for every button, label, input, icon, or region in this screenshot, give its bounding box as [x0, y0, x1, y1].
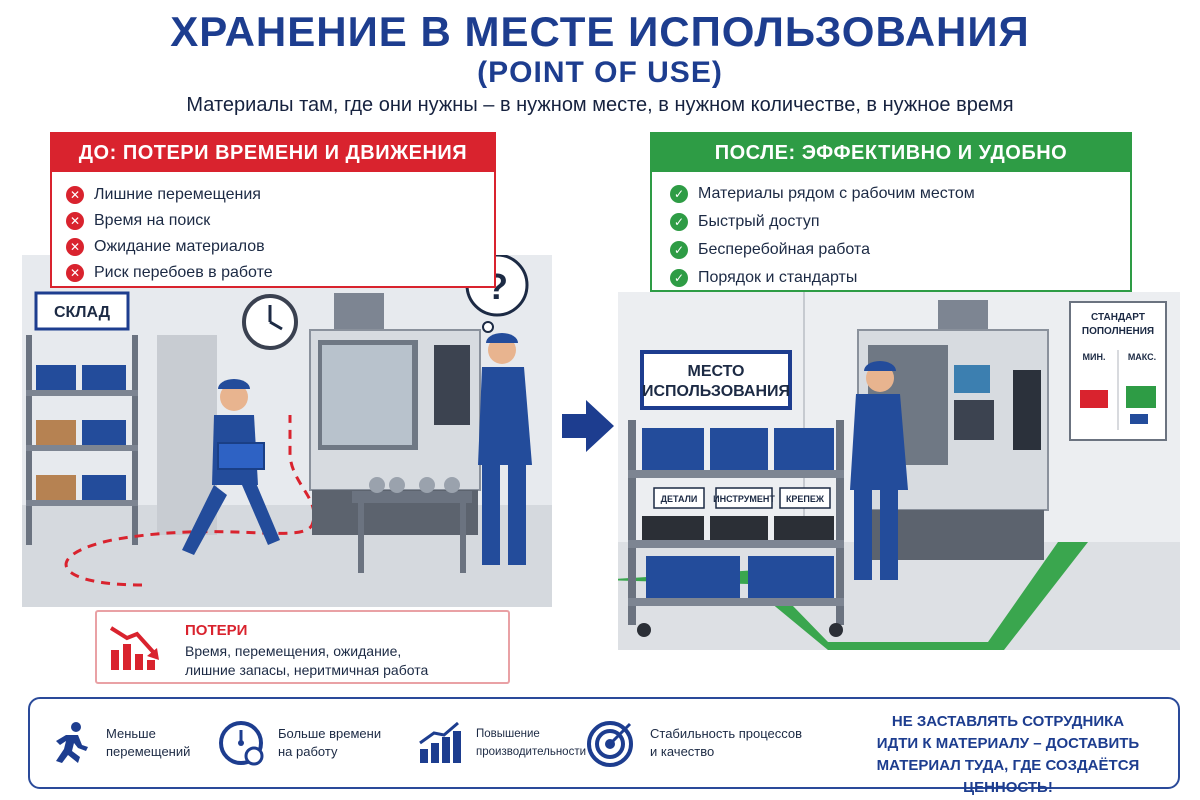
losses-line: лишние запасы, неритмичная работа	[185, 662, 429, 678]
check-icon: ✓	[670, 241, 688, 259]
check-icon: ✓	[670, 269, 688, 287]
benefit-line: Меньше	[106, 726, 156, 741]
after-heading: ПОСЛЕ: ЭФФЕКТИВНО И УДОБНО	[652, 134, 1130, 172]
worker-searching	[478, 333, 532, 565]
place-of-use-sign	[640, 350, 792, 410]
after-list: ✓ Материалы рядом с рабочим местом ✓ Быстр…	[670, 180, 975, 292]
target-icon	[587, 721, 633, 767]
benefit-line: перемещений	[106, 744, 191, 759]
check-icon: ✓	[670, 185, 688, 203]
after-panel: ПОСЛЕ: ЭФФЕКТИВНО И УДОБНО ✓ Материалы ря…	[650, 132, 1132, 292]
walking-path	[64, 415, 316, 587]
benefit-item: Меньше перемещений	[48, 699, 190, 787]
board-title-line1: СТАНДАРТ	[1091, 312, 1145, 323]
cart-label-fasteners: КРЕПЕЖ	[786, 494, 825, 504]
warehouse-shelf	[26, 335, 138, 545]
cnc-machine-before	[309, 293, 481, 535]
stopwatch-icon	[219, 721, 264, 766]
declining-chart-icon	[109, 626, 159, 670]
page-subtitle: (POINT OF USE)	[477, 56, 723, 89]
motto-line: ИДТИ К МАТЕРИАЛУ – ДОСТАВИТЬ	[876, 735, 1140, 752]
list-item-label: Быстрый доступ	[698, 213, 820, 230]
list-item: ✓ Быстрый доступ	[670, 208, 975, 236]
cart-label-parts: ДЕТАЛИ	[661, 494, 698, 504]
list-item: ✓ Бесперебойная работа	[670, 236, 975, 264]
motto: НЕ ЗАСТАВЛЯТЬ СОТРУДНИКА ИДТИ К МАТЕРИАЛ…	[838, 711, 1178, 799]
benefit-item: Повышение производительности	[418, 699, 586, 787]
list-item-label: Бесперебойная работа	[698, 241, 870, 258]
replenishment-standard-board	[1069, 301, 1167, 441]
board-max-label: МАКС.	[1128, 352, 1156, 362]
before-list: ✕ Лишние перемещения ✕ Время на поиск ✕ Ожи…	[66, 182, 273, 286]
board-title-line2: ПОПОЛНЕНИЯ	[1082, 326, 1154, 337]
list-item-label: Время на поиск	[94, 212, 211, 229]
list-item: ✓ Порядок и стандарты	[670, 264, 975, 292]
place-sign-line2: ИСПОЛЬЗОВАНИЯ	[642, 383, 790, 400]
list-item-label: Риск перебоев в работе	[94, 264, 273, 281]
page-title: ХРАНЕНИЕ В МЕСТЕ ИСПОЛЬЗОВАНИЯ	[170, 8, 1030, 55]
benefit-line: производительности	[476, 746, 587, 758]
running-person-icon	[56, 722, 88, 763]
before-panel: ДО: ПОТЕРИ ВРЕМЕНИ И ДВИЖЕНИЯ ✕ Лишние пе…	[50, 132, 496, 288]
worker-operating	[850, 361, 908, 580]
benefit-line: Стабильность процессов	[650, 726, 803, 741]
benefit-line: на работу	[278, 744, 338, 759]
list-item-label: Ожидание материалов	[94, 238, 265, 255]
list-item: ✕ Ожидание материалов	[66, 234, 273, 260]
losses-text: Время, перемещения, ожидание, лишние зап…	[185, 642, 428, 680]
before-scene: СКЛАД	[22, 255, 552, 607]
work-table	[352, 477, 472, 573]
place-sign-line1: МЕСТО	[688, 363, 745, 380]
transition-arrow-icon	[562, 400, 614, 452]
benefit-line: и качество	[650, 744, 715, 759]
list-item-label: Лишние перемещения	[94, 186, 261, 203]
list-item: ✕ Риск перебоев в работе	[66, 260, 273, 286]
clock-icon	[242, 294, 298, 350]
tagline: Материалы там, где они нужны – в нужном …	[186, 94, 1014, 116]
benefit-item: Больше времени на работу	[216, 699, 381, 787]
list-item-label: Порядок и стандарты	[698, 269, 858, 286]
worker-carrying-box	[182, 379, 280, 555]
cross-icon: ✕	[66, 238, 84, 256]
warehouse-sign	[34, 291, 130, 331]
cross-icon: ✕	[66, 264, 84, 282]
growth-chart-icon	[419, 721, 461, 763]
list-item: ✓ Материалы рядом с рабочим местом	[670, 180, 975, 208]
benefit-line: Повышение	[476, 728, 540, 740]
losses-box: ПОТЕРИ Время, перемещения, ожидание, лиш…	[95, 610, 510, 684]
cross-icon: ✕	[66, 212, 84, 230]
warehouse-sign-label: СКЛАД	[54, 304, 111, 321]
cross-icon: ✕	[66, 186, 84, 204]
board-min-label: МИН.	[1083, 352, 1106, 362]
material-cart	[628, 420, 844, 637]
list-item: ✕ Время на поиск	[66, 208, 273, 234]
benefit-item: Стабильность процессов и качество	[586, 699, 802, 787]
list-item: ✕ Лишние перемещения	[66, 182, 273, 208]
losses-line: Время, перемещения, ожидание,	[185, 643, 402, 659]
losses-title: ПОТЕРИ	[185, 622, 248, 639]
list-item-label: Материалы рядом с рабочим местом	[698, 185, 975, 202]
after-scene: ДЕТАЛИ ИНСТРУМЕНТ КРЕПЕЖ МЕСТО ИСПОЛЬЗОВ…	[618, 292, 1180, 650]
motto-line: НЕ ЗАСТАВЛЯТЬ СОТРУДНИКА	[891, 713, 1125, 730]
benefit-line: Больше времени	[278, 726, 382, 741]
motto-line: МАТЕРИАЛ ТУДА, ГДЕ СОЗДАЁТСЯ ЦЕННОСТЬ!	[876, 757, 1140, 796]
cart-label-tools: ИНСТРУМЕНТ	[713, 494, 775, 504]
check-icon: ✓	[670, 213, 688, 231]
benefits-bar: Меньше перемещений Больше времени на раб…	[28, 697, 1180, 796]
before-heading: ДО: ПОТЕРИ ВРЕМЕНИ И ДВИЖЕНИЯ	[52, 134, 494, 172]
